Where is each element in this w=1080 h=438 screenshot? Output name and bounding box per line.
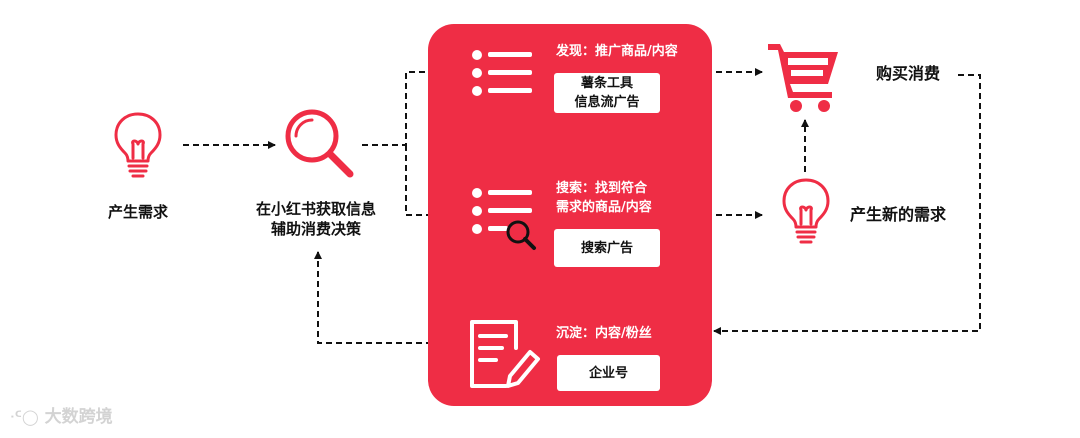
settle-title: 沉淀：内容/粉丝 bbox=[556, 326, 652, 341]
watermark-logo-icon: ᐧᑦ◯ bbox=[10, 408, 39, 426]
watermark-text: 大数跨境 bbox=[44, 407, 113, 427]
settle-box: 企业号 bbox=[557, 355, 660, 391]
channel-panel: 发现：推广商品/内容 薯条工具 信息流广告 搜索：找到符合 需求的商品/内容 搜… bbox=[428, 24, 712, 406]
arrow-settle-to-search bbox=[314, 251, 462, 344]
watermark: ᐧᑦ◯ 大数跨境 bbox=[10, 402, 113, 427]
new-need-label: 产生新的需求 bbox=[849, 205, 946, 224]
discover-box-line2: 信息流广告 bbox=[574, 95, 640, 110]
discover-box: 薯条工具 信息流广告 bbox=[554, 73, 660, 113]
purchase-label: 购买消费 bbox=[875, 64, 940, 83]
magnifier-icon bbox=[285, 109, 354, 178]
search-box-text: 搜索广告 bbox=[580, 240, 633, 256]
search-decision-label-2: 辅助消费决策 bbox=[270, 220, 361, 238]
list-icon bbox=[472, 50, 532, 96]
need-label: 产生需求 bbox=[107, 203, 168, 221]
settle-box-text: 企业号 bbox=[588, 365, 628, 381]
discover-title: 发现：推广商品/内容 bbox=[556, 44, 678, 59]
lightbulb-icon bbox=[114, 112, 162, 178]
search-box: 搜索广告 bbox=[554, 229, 660, 267]
list-search-icon bbox=[472, 188, 536, 250]
search-title-1: 搜索：找到符合 bbox=[556, 181, 648, 196]
shopping-cart-icon bbox=[768, 44, 838, 112]
discover-box-line1: 薯条工具 bbox=[580, 76, 633, 91]
lightbulb-icon bbox=[782, 178, 830, 244]
search-decision-label-1: 在小红书获取信息 bbox=[255, 200, 376, 218]
search-title-2: 需求的商品/内容 bbox=[556, 200, 652, 215]
document-edit-icon bbox=[470, 320, 540, 388]
arrow-purchase-loop bbox=[713, 74, 981, 335]
